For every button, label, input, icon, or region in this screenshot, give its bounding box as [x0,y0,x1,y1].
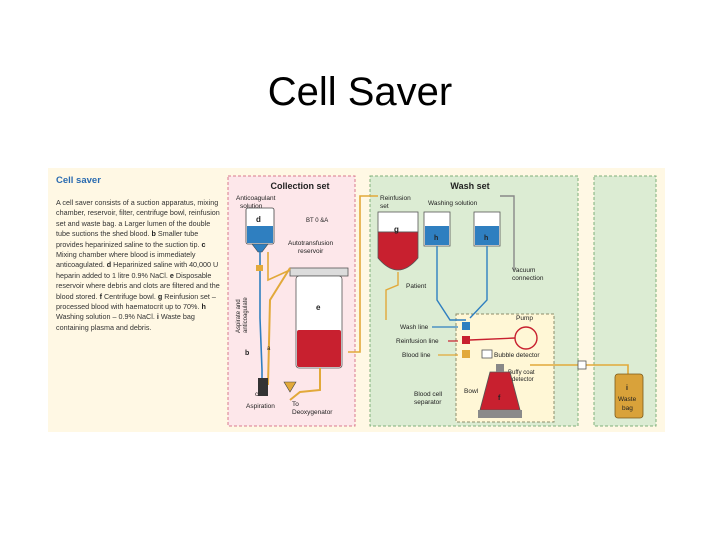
valve-reinfusion [462,336,470,344]
label-d: d [256,215,261,224]
vacuum-tube [500,195,515,270]
label-f: f [498,395,501,402]
patient-label: Patient [406,283,426,290]
reservoir-outlet-tube [348,195,378,353]
label-e: e [316,303,321,312]
intro-text: A cell saver consists of a suction appar… [56,198,220,239]
wash-line-label: Wash line [400,324,429,331]
label-g: g [394,225,399,234]
letter-g: g [157,291,163,301]
label-h-1: h [434,235,438,242]
label-c: c [255,391,259,398]
wash-tube-2 [469,246,488,319]
anticoagulant-bag-neck [251,243,269,253]
waste-tube [530,364,629,374]
reinfusion-line-label: Reinfusion line [396,338,439,345]
aspirate-label-1: Aspirate and [236,299,242,333]
text-e: Disposable reservoir where debris and cl… [56,270,220,301]
text-h: Washing solution – 0.9% NaCl. [56,312,155,322]
reservoir-lid [289,267,349,277]
anticoagulant-tube [267,252,291,282]
text-b: Smaller tube provides heparinized saline… [56,229,200,249]
centrifuge-base [478,410,522,418]
anticoagulant-fluid [247,226,273,243]
reinfusion-set-label-1: Reinfusion [380,195,411,202]
pump-tube [469,337,516,341]
waste-bag-label-1: Waste [618,396,637,403]
vacuum-label-1: Vacuum [512,267,535,274]
bowl-top [496,364,504,372]
separator-label-2: separator [414,399,442,406]
waste-bag-label-2: bag [622,405,633,412]
slide-title: Cell Saver [267,70,453,114]
aspiration-label: Aspiration [246,403,275,410]
bt-label: BT 0 &A [306,218,328,224]
sidebar-description: A cell saver consists of a suction appar… [56,198,226,333]
bubble-detector-label: Bubble detector [494,352,540,359]
wash-set-heading: Wash set [450,181,489,191]
letter-b: b [151,229,156,239]
collection-set-heading: Collection set [270,181,329,191]
aspiration-tube [267,267,291,386]
letter-i: i [156,312,159,322]
to-label: To [292,401,299,408]
label-i: i [626,385,628,392]
washing-fluid-1 [425,226,449,245]
label-h-2: h [484,235,488,242]
text-g: Reinfusion set – processed blood with ha… [56,291,216,312]
buffy-coat-label-2: detector [512,377,534,383]
waste-bag [614,373,644,419]
letter-d: d [106,260,112,270]
letter-c: c [201,239,206,249]
washing-fluid-2 [475,226,499,245]
text-c: Mixing chamber where blood is immediatel… [56,250,196,270]
letter-e: e [169,270,174,280]
letter-h: h [201,302,206,312]
label-a: a [267,346,271,352]
buffy-coat-label-1: Buffy coat [508,370,535,376]
separator-label-1: Blood cell [414,391,443,398]
valve-blood [462,350,470,358]
bubble-detector-box [481,349,493,359]
reinfusion-bag-blood [377,231,419,271]
valve-wash [462,322,470,330]
deoxygenator-label: Deoxygenator [292,409,333,416]
anticoagulant-label-2: solution [240,203,263,210]
reservoir-blood [297,330,341,367]
collection-clamp [256,265,263,271]
text-d: Heparinized saline with 40,000 U heparin… [56,260,219,280]
anticoagulant-label-1: Anticoagulant [236,195,276,202]
washing-solution-label: Washing solution [428,200,478,207]
deoxygenator-connector [283,381,297,393]
autotransfusion-label-1: Autotransfusion [288,240,334,247]
blood-line-label: Blood line [402,352,431,359]
bowl-label: Bowl [464,388,479,395]
sidebar-heading: Cell saver [56,175,101,186]
text-f: Centrifuge bowl. [103,291,156,301]
deoxygenator-tube [289,368,321,401]
pump-label: Pump [516,315,533,322]
wash-tube-1 [436,246,466,321]
suction-tip [258,378,268,396]
reinfusion-tube [385,272,399,320]
label-b: b [245,350,249,357]
waste-connector [577,360,587,370]
aspirate-label-2: anticoagulate [243,297,249,333]
text-i: Waste bag containing plasma and debris. [56,312,195,332]
vacuum-label-2: connection [512,275,544,282]
letter-f: f [99,291,102,301]
autotransfusion-label-2: reservoir [298,248,324,255]
reinfusion-set-label-2: set [380,203,389,210]
